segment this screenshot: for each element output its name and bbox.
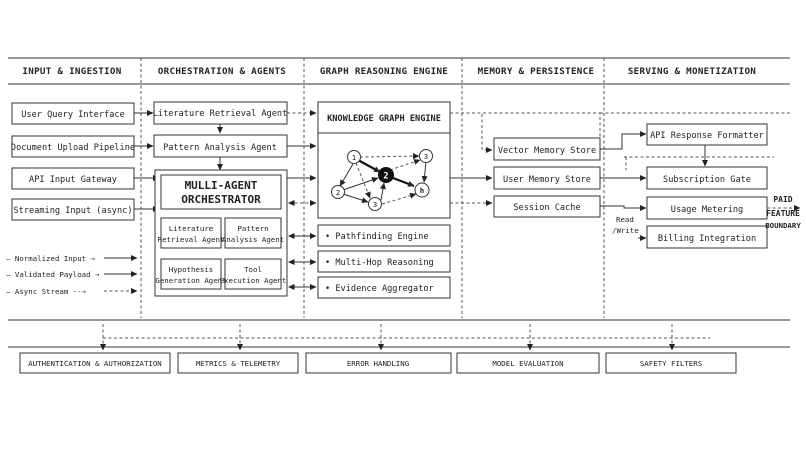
graph-memory-arrows (450, 112, 790, 206)
safety-filters-box: SAFETY FILTERS (605, 352, 737, 374)
svg-text:1: 1 (352, 153, 356, 162)
multi-hop-reasoning: • Multi-Hop Reasoning (317, 250, 451, 273)
read-write-label-1: Read (616, 215, 634, 224)
input-user-query: User Query Interface (11, 102, 135, 125)
svg-text:— Async Stream --→: — Async Stream --→ (6, 287, 87, 296)
svg-text:3: 3 (373, 200, 377, 209)
memory-serving-arrows (600, 131, 774, 241)
session-cache: Session Cache (493, 195, 601, 218)
svg-text:Hypothesis: Hypothesis (169, 265, 214, 274)
svg-text:Generation Agent: Generation Agent (155, 276, 226, 285)
header-frame (8, 57, 790, 348)
evidence-aggregator: • Evidence Aggregator (317, 276, 451, 299)
svg-text:User Query Interface: User Query Interface (21, 110, 124, 120)
sub-agent-pattern: Pattern Analysis Agent (222, 217, 284, 249)
column-header-serving: SERVING & MONETIZATION (628, 66, 756, 77)
orchestration-arrows (287, 110, 317, 290)
error-handling-box: ERROR HANDLING (305, 352, 452, 374)
column-header-graph: GRAPH REASONING ENGINE (320, 66, 448, 77)
svg-text:Pattern Analysis Agent: Pattern Analysis Agent (163, 143, 277, 153)
svg-text:3: 3 (424, 152, 428, 161)
agent-pattern-analysis: Pattern Analysis Agent (153, 134, 288, 158)
svg-text:2: 2 (336, 188, 340, 197)
svg-text:KNOWLEDGE GRAPH ENGINE: KNOWLEDGE GRAPH ENGINE (327, 114, 441, 124)
svg-text:• Evidence Aggregator: • Evidence Aggregator (325, 284, 434, 294)
graph-node-1: 1 (347, 150, 361, 164)
graph-node-2-left: 2 (331, 185, 345, 199)
svg-text:Session Cache: Session Cache (513, 203, 580, 213)
subscription-gate: Subscription Gate (646, 166, 768, 190)
sub-agent-hypothesis: Hypothesis Generation Agent (155, 258, 227, 290)
api-response-formatter: API Response Formatter (646, 123, 768, 146)
svg-text:Pattern: Pattern (237, 224, 268, 233)
svg-text:Literature: Literature (169, 224, 214, 233)
auth-box: AUTHENTICATION & AUTHORIZATION (19, 352, 171, 374)
svg-text:MODEL EVALUATION: MODEL EVALUATION (492, 359, 563, 368)
svg-text:FEATURE: FEATURE (766, 209, 800, 218)
svg-text:ERROR HANDLING: ERROR HANDLING (347, 359, 409, 368)
column-header-input: INPUT & INGESTION (22, 66, 121, 77)
read-write-label-2: /Write (612, 226, 639, 235)
svg-text:API Input Gateway: API Input Gateway (29, 175, 117, 185)
svg-text:Billing Integration: Billing Integration (658, 234, 756, 244)
svg-text:API Response Formatter: API Response Formatter (650, 131, 764, 141)
svg-text:Document Upload Pipeline: Document Upload Pipeline (11, 143, 135, 153)
svg-text:h: h (420, 186, 424, 195)
svg-text:— Validated Payload →: — Validated Payload → (6, 270, 100, 279)
sub-agent-tool: Tool Execution Agent (220, 258, 287, 290)
pathfinding-engine: • Pathfinding Engine (317, 224, 451, 247)
sub-agent-literature: Literature Retrieval Agent (158, 217, 225, 249)
legend-async: — Async Stream --→ (6, 287, 138, 296)
model-evaluation-box: MODEL EVALUATION (456, 352, 600, 374)
graph-node-2-highlight: 2 (378, 167, 394, 183)
graph-node-3-top: 3 (419, 149, 433, 163)
svg-text:BOUNDARY: BOUNDARY (765, 221, 801, 230)
svg-text:• Pathfinding Engine: • Pathfinding Engine (325, 232, 429, 242)
svg-text:PAID: PAID (773, 195, 792, 204)
vector-memory-store: Vector Memory Store (493, 137, 601, 161)
svg-text:AUTHENTICATION & AUTHORIZATION: AUTHENTICATION & AUTHORIZATION (28, 359, 162, 368)
paid-feature-boundary: PAID FEATURE BOUNDARY (765, 195, 801, 230)
svg-text:Retrieval Agent: Retrieval Agent (158, 235, 225, 244)
svg-text:SAFETY FILTERS: SAFETY FILTERS (640, 359, 702, 368)
svg-text:Subscription Gate: Subscription Gate (663, 175, 751, 185)
user-memory-store: User Memory Store (493, 166, 601, 190)
svg-text:Tool: Tool (244, 265, 262, 274)
input-streaming: Streaming Input (async) (11, 198, 135, 221)
svg-text:User Memory Store: User Memory Store (503, 175, 591, 185)
svg-text:ORCHESTRATOR: ORCHESTRATOR (181, 193, 261, 206)
cross-cutting-bus (100, 324, 710, 351)
metrics-box: METRICS & TELEMETRY (177, 352, 299, 374)
svg-text:— Normalized Input →: — Normalized Input → (6, 254, 96, 263)
svg-text:Analysis Agent: Analysis Agent (222, 235, 284, 244)
svg-text:2: 2 (383, 172, 388, 182)
column-header-orchestration: ORCHESTRATION & AGENTS (158, 66, 286, 77)
svg-text:Vector Memory Store: Vector Memory Store (498, 146, 596, 156)
svg-text:Literature Retrieval Agent: Literature Retrieval Agent (153, 109, 288, 119)
column-header-memory: MEMORY & PERSISTENCE (478, 66, 595, 77)
agent-literature-retrieval: Literature Retrieval Agent (153, 101, 288, 125)
svg-text:• Multi-Hop Reasoning: • Multi-Hop Reasoning (325, 258, 434, 268)
svg-text:Usage Metering: Usage Metering (671, 205, 743, 215)
graph-edges (339, 153, 428, 205)
usage-metering: Usage Metering (646, 196, 768, 220)
input-document-upload: Document Upload Pipeline (11, 135, 135, 158)
svg-text:Execution Agent: Execution Agent (220, 276, 287, 285)
graph-node-h: h (414, 182, 430, 198)
svg-text:Streaming Input (async): Streaming Input (async) (14, 206, 133, 216)
input-api-gateway: API Input Gateway (11, 167, 135, 190)
graph-node-3-bottom: 3 (368, 197, 382, 211)
legend-normalized: — Normalized Input → (6, 254, 138, 263)
svg-text:MULLI-AGENT: MULLI-AGENT (185, 179, 258, 192)
billing-integration: Billing Integration (646, 225, 768, 249)
legend-validated: — Validated Payload → (6, 270, 138, 279)
svg-text:METRICS & TELEMETRY: METRICS & TELEMETRY (196, 359, 281, 368)
